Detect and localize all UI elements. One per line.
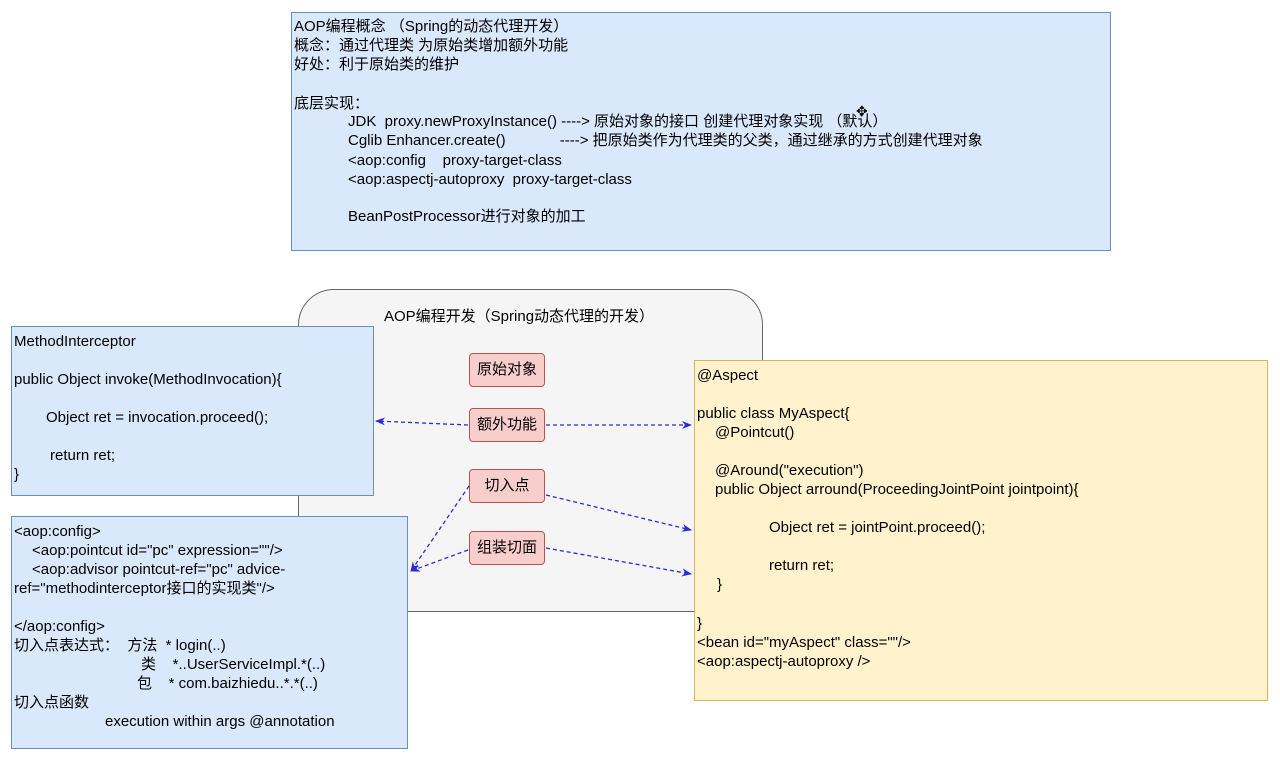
aspect-class-declaration: public class MyAspect{	[697, 405, 850, 422]
pointcut-expression-method: 切入点表达式： 方法 * login(..)	[14, 637, 226, 654]
pointcut-functions-heading: 切入点函数	[14, 694, 90, 711]
method-interceptor-box: MethodInterceptor public Object invoke(M…	[11, 326, 374, 496]
interceptor-return: return ret;	[50, 447, 116, 464]
interceptor-closing-brace: }	[14, 466, 20, 483]
aspect-return: return ret;	[769, 557, 835, 574]
pill-assemble-aspect: 组装切面	[469, 531, 545, 565]
interceptor-proceed: Object ret = invocation.proceed();	[46, 409, 269, 426]
aop-concept-box: AOP编程概念 （Spring的动态代理开发） 概念：通过代理类 为原始类增加额…	[291, 12, 1111, 251]
aspect-class-closing-brace: }	[697, 615, 703, 632]
aspect-autoproxy-tag: <aop:aspectj-autoproxy />	[697, 653, 871, 670]
aop-dev-title: AOP编程开发（Spring动态代理的开发）	[384, 308, 655, 325]
aspect-annotation: @Aspect	[697, 367, 759, 384]
pointcut-expression-package: 包 * com.baizhiedu..*.*(..)	[137, 675, 318, 692]
pointcut-expression-class: 类 *..UserServiceImpl.*(..)	[141, 656, 326, 673]
aop-config-box: <aop:config> <aop:pointcut id="pc" expre…	[11, 516, 408, 749]
aspect-box: @Aspect public class MyAspect{ @Pointcut…	[694, 360, 1268, 701]
move-cursor-icon: ✥	[856, 103, 868, 119]
concept-cglib-line: Cglib Enhancer.create() ----> 把原始类作为代理类的…	[348, 132, 983, 149]
config-advisor-ref: ref="methodinterceptor接口的实现类"/>	[14, 580, 275, 597]
pill-pointcut: 切入点	[469, 469, 545, 503]
concept-aop-config-line: <aop:config proxy-target-class	[348, 152, 562, 169]
config-advisor-tag: <aop:advisor pointcut-ref="pc" advice-	[32, 561, 286, 578]
interceptor-title: MethodInterceptor	[14, 333, 136, 350]
concept-title: AOP编程概念 （Spring的动态代理开发）	[294, 18, 569, 35]
interceptor-signature: public Object invoke(MethodInvocation){	[14, 371, 282, 388]
aspect-method-closing-brace: }	[717, 576, 723, 593]
aspect-method-signature: public Object arround(ProceedingJointPoi…	[715, 481, 1079, 498]
concept-benefit: 好处：利于原始类的维护	[294, 56, 460, 73]
aspect-around-annotation: @Around("execution")	[715, 462, 864, 479]
aspect-bean-tag: <bean id="myAspect" class=""/>	[697, 634, 911, 651]
pill-original-object: 原始对象	[469, 353, 545, 387]
pill-extra-function: 额外功能	[469, 408, 545, 442]
concept-definition: 概念：通过代理类 为原始类增加额外功能	[294, 37, 569, 54]
concept-beanpostprocessor-line: BeanPostProcessor进行对象的加工	[348, 208, 586, 225]
concept-autoproxy-line: <aop:aspectj-autoproxy proxy-target-clas…	[348, 171, 632, 188]
concept-underlying-heading: 底层实现：	[294, 95, 370, 112]
concept-jdk-line: JDK proxy.newProxyInstance() ----> 原始对象的…	[348, 113, 888, 130]
config-pointcut-tag: <aop:pointcut id="pc" expression=""/>	[32, 542, 283, 559]
config-open-tag: <aop:config>	[14, 523, 101, 540]
pointcut-functions-list: execution within args @annotation	[105, 713, 335, 730]
aspect-proceed: Object ret = jointPoint.proceed();	[769, 519, 986, 536]
config-close-tag: </aop:config>	[14, 618, 105, 635]
aspect-pointcut-annotation: @Pointcut()	[715, 424, 795, 441]
